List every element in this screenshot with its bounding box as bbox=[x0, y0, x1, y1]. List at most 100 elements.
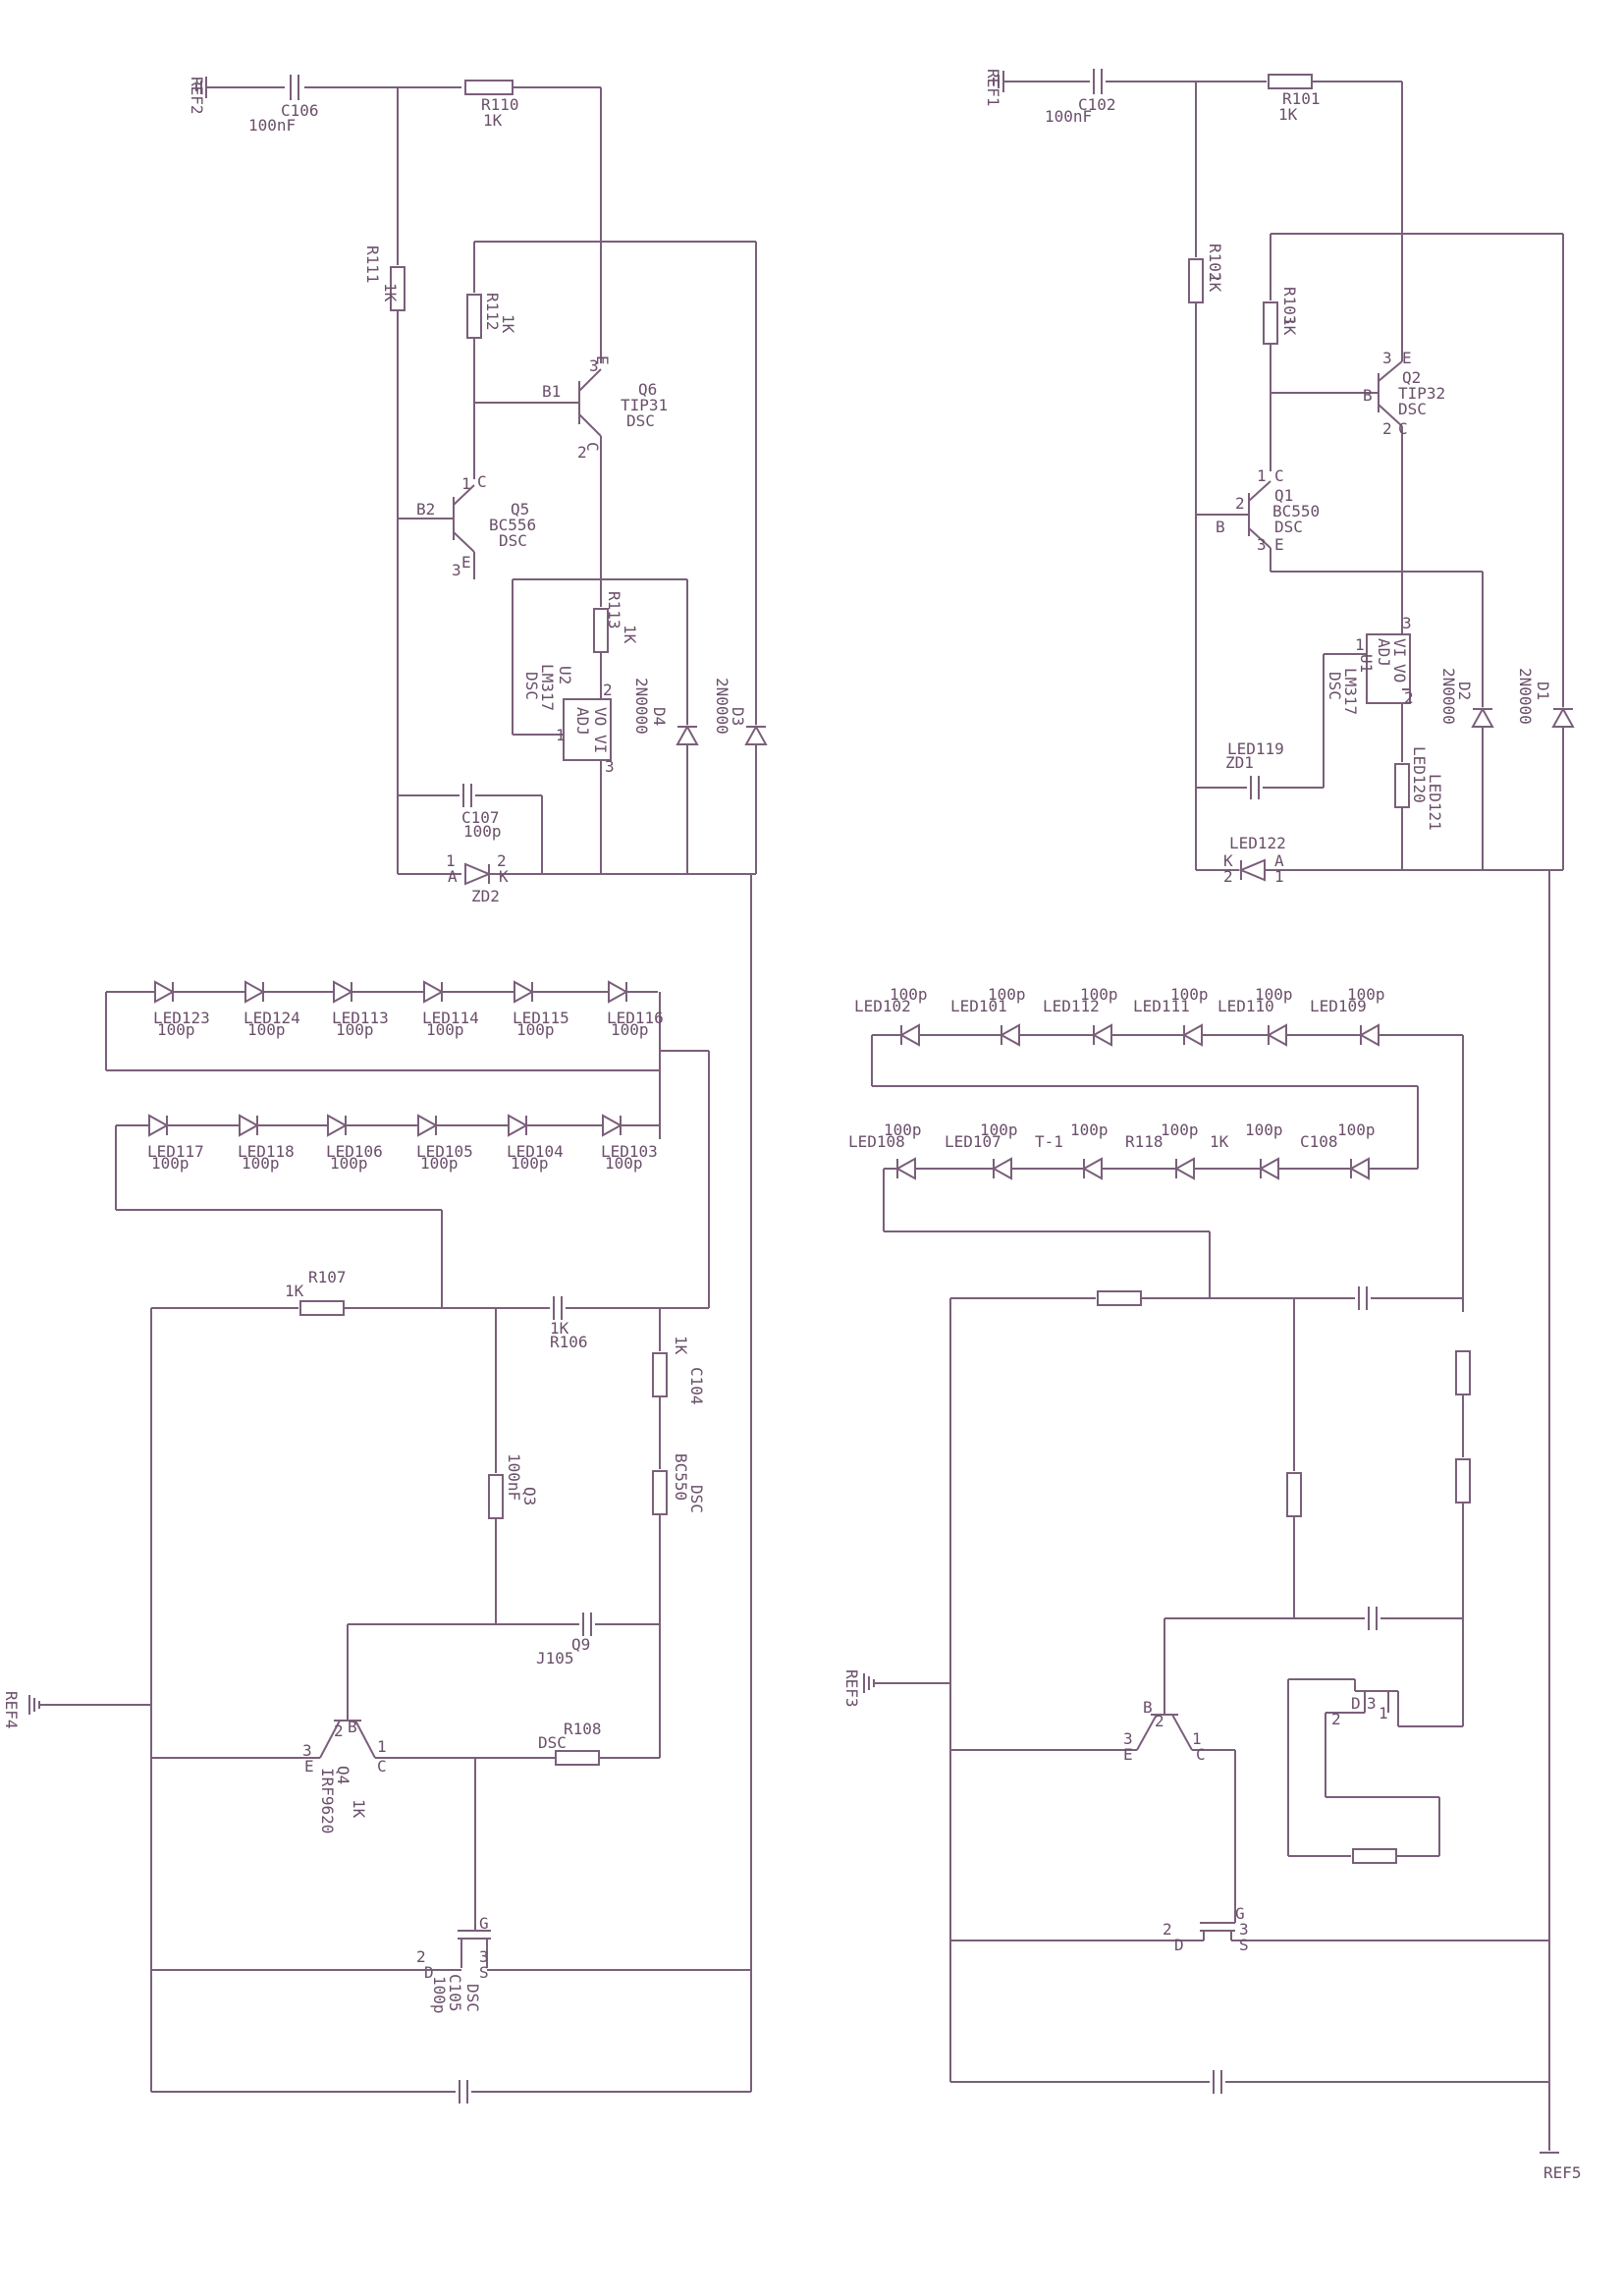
zd2-pin-2: 2 bbox=[497, 851, 507, 870]
led102-label: LED110 bbox=[1217, 997, 1274, 1015]
led103 bbox=[1181, 1023, 1203, 1047]
c107-value: 100p bbox=[463, 822, 502, 841]
led117 bbox=[508, 1114, 529, 1137]
q3-pin-1: 1 bbox=[1192, 1729, 1202, 1748]
r110-label: R110 bbox=[481, 95, 519, 114]
zd2-zener bbox=[464, 862, 492, 886]
q6-label: Q6 bbox=[638, 380, 657, 399]
led122-label: LED114 bbox=[422, 1009, 479, 1027]
q7-pin-1: 1 bbox=[377, 1737, 387, 1756]
r115-label: BC550 bbox=[672, 1453, 690, 1501]
q6-transistor bbox=[474, 368, 602, 466]
r102-label: R102 bbox=[1206, 244, 1224, 282]
u1-pin-3: 3 bbox=[1402, 614, 1412, 632]
led120-type: 100p bbox=[247, 1020, 286, 1039]
r110-value: 1K bbox=[483, 111, 503, 130]
led109-type: 100p bbox=[1161, 1121, 1199, 1139]
led107-type: 100p bbox=[1337, 1121, 1376, 1139]
led122-type: 100p bbox=[426, 1020, 464, 1039]
d3-label: D3 bbox=[729, 707, 747, 726]
q8-mosfet bbox=[458, 1930, 491, 1968]
q4-pin-3: 3 bbox=[1239, 1920, 1249, 1939]
led101-label: LED109 bbox=[1310, 997, 1367, 1015]
q7-pin-b: B bbox=[348, 1718, 357, 1736]
led102 bbox=[1266, 1023, 1287, 1047]
c109-capacitor bbox=[582, 1613, 592, 1636]
r114-label: 1K bbox=[672, 1336, 690, 1355]
zd1-label: LED122 bbox=[1229, 834, 1286, 852]
led107-label: C108 bbox=[1300, 1132, 1338, 1151]
r118-label: 1K bbox=[285, 1282, 304, 1300]
r103-label: R103 bbox=[1280, 287, 1299, 325]
q7-label: 1K bbox=[350, 1799, 368, 1819]
led122 bbox=[423, 980, 445, 1004]
r117-resistor bbox=[555, 1750, 600, 1766]
zd2-pin-a: A bbox=[448, 867, 458, 886]
q4-pin-d: D bbox=[1174, 1936, 1184, 1954]
c106-label: C106 bbox=[281, 101, 319, 120]
u2-pin-vi: VI bbox=[591, 735, 610, 753]
u1-pin-vi: VI bbox=[1390, 638, 1409, 657]
u1-pin-adj: ADJ bbox=[1375, 638, 1393, 667]
r102-resistor bbox=[1188, 258, 1204, 303]
led114 bbox=[239, 1114, 260, 1137]
led118 bbox=[602, 1114, 623, 1137]
ref3-label: REF3 bbox=[842, 1669, 861, 1708]
r104-value: LED121 bbox=[1426, 774, 1444, 831]
led115-type: 100p bbox=[330, 1154, 368, 1173]
u2-label: U2 bbox=[556, 666, 574, 684]
led121-label: LED113 bbox=[332, 1009, 389, 1027]
c101-label: ZD1 bbox=[1225, 753, 1254, 772]
led109-label: R118 bbox=[1125, 1132, 1163, 1151]
r112-label: R112 bbox=[483, 293, 502, 331]
q6-pin-b1: B1 bbox=[542, 382, 561, 401]
c106-value: 100nF bbox=[248, 116, 296, 135]
c101-capacitor bbox=[1250, 776, 1260, 799]
q2-pin-e: E bbox=[1402, 349, 1412, 367]
led111-label: LED107 bbox=[945, 1132, 1001, 1151]
q1-pin-2: 2 bbox=[1235, 494, 1245, 513]
r115-value: DSC bbox=[687, 1485, 706, 1513]
q8-pin-s: S bbox=[479, 1963, 489, 1982]
q2-dsc: DSC bbox=[1398, 400, 1427, 418]
r117-label: DSC bbox=[538, 1733, 567, 1752]
d3-diode bbox=[744, 724, 768, 745]
q1-transistor bbox=[1196, 480, 1271, 572]
ref2-label: REF2 bbox=[188, 77, 206, 115]
d2-diode bbox=[1471, 706, 1494, 728]
q4-pin-2: 2 bbox=[1163, 1920, 1172, 1939]
q1-type: BC550 bbox=[1272, 502, 1320, 520]
led123 bbox=[514, 980, 535, 1004]
u2-dsc: DSC bbox=[522, 672, 541, 700]
u1-type: LM317 bbox=[1341, 668, 1360, 715]
circuit-top-right: REF1 C102 100nF R101 1K R102 1K R103 1K bbox=[984, 69, 1575, 2092]
r105-resistor bbox=[1455, 1350, 1471, 1395]
led112-type: 100p bbox=[884, 1121, 922, 1139]
q8-pin-2: 2 bbox=[416, 1947, 426, 1966]
r118-resistor bbox=[299, 1300, 345, 1316]
q5-label: Q5 bbox=[511, 500, 529, 519]
c107-label: C107 bbox=[461, 808, 500, 827]
led105-label: LED101 bbox=[950, 997, 1007, 1015]
ref1-label: REF1 bbox=[984, 69, 1002, 107]
q4-mosfet bbox=[1200, 1922, 1235, 1941]
c105-capacitor bbox=[1213, 2070, 1222, 2094]
circuit-bottom-left: LED123 LED124 LED113 LED114 LED115 LED11… bbox=[2, 980, 751, 2104]
d4-diode bbox=[676, 724, 699, 745]
q4-pin-s: S bbox=[1239, 1936, 1249, 1954]
q6-dsc: DSC bbox=[626, 411, 655, 430]
u1-pin-1: 1 bbox=[1355, 635, 1365, 654]
led116 bbox=[417, 1114, 439, 1137]
q8-pin-3: 3 bbox=[479, 1947, 489, 1966]
led111-type: 100p bbox=[980, 1121, 1018, 1139]
led107 bbox=[1348, 1157, 1370, 1180]
q1-pin-3: 3 bbox=[1257, 535, 1267, 554]
u2-pin-2: 2 bbox=[603, 681, 613, 699]
led120-label: LED124 bbox=[243, 1009, 300, 1027]
led101 bbox=[1358, 1023, 1380, 1047]
q7-pin-e: E bbox=[304, 1757, 314, 1776]
circuit-bottom-right: LED102 LED101 LED112 LED111 LED110 LED10… bbox=[842, 985, 1582, 2182]
led117-label: LED104 bbox=[507, 1142, 564, 1161]
c104-capacitor bbox=[1368, 1607, 1378, 1630]
u1-label: U1 bbox=[1357, 654, 1376, 673]
